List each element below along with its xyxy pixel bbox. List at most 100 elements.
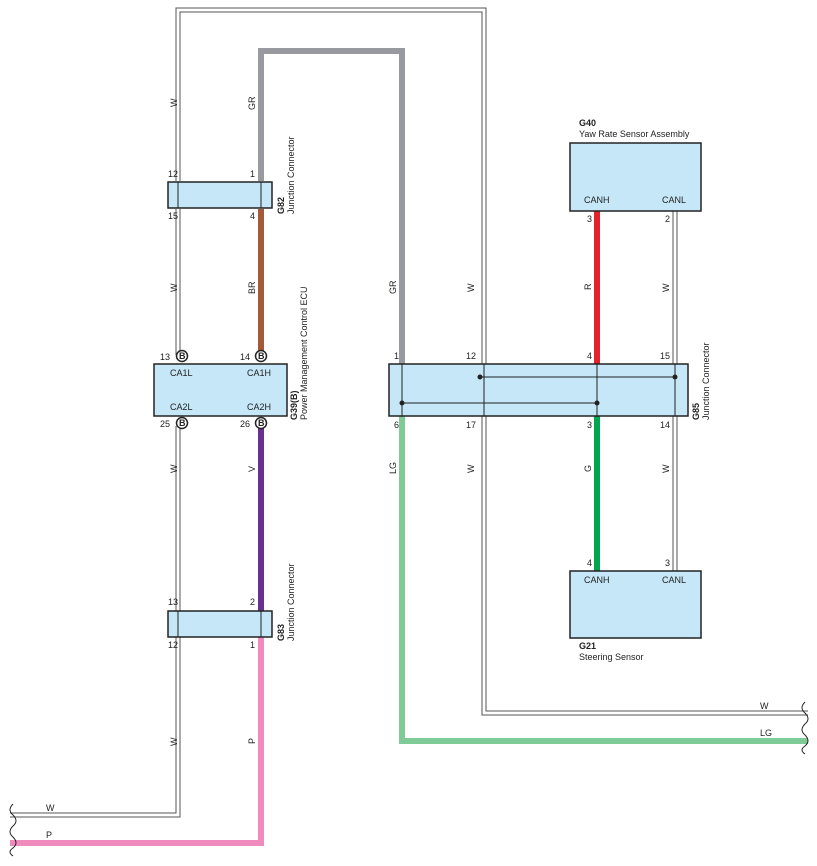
break-marks — [9, 701, 809, 857]
g85-splice-dot — [672, 374, 678, 380]
wire-label: W — [169, 98, 179, 107]
g39-body — [153, 363, 288, 417]
g39-pin-ca2l: 25 — [160, 419, 170, 429]
wire-lg — [399, 416, 808, 744]
g39-pin-ca2h: 26 — [240, 419, 250, 429]
g21-code: G21 — [579, 641, 596, 651]
g39-label-ca2l: CA2L — [170, 402, 193, 412]
g40-body — [569, 142, 702, 212]
g83-name: Junction Connector — [286, 563, 296, 641]
g85-pin-12: 12 — [466, 351, 476, 361]
g85-splice-dot — [594, 400, 600, 406]
component-g21: 4 3 CANH CANL G21 Steering Sensor — [569, 558, 702, 662]
g21-label-canh: CANH — [584, 575, 610, 585]
connector-g85: 1 12 4 15 6 17 3 14 G85 Junction Connect… — [388, 342, 711, 430]
g40-pin-canh: 3 — [587, 214, 592, 224]
wire-label: W — [661, 283, 671, 292]
g40-pin-canl: 2 — [665, 214, 670, 224]
wire-label: W — [466, 464, 476, 473]
g39-label-ca1h: CA1H — [247, 368, 271, 378]
g39-pin-ca1l: 13 — [160, 352, 170, 362]
wire-label: GR — [388, 280, 398, 294]
g21-pin-canh: 4 — [587, 558, 592, 568]
bus-label: W — [760, 701, 769, 711]
connector-g82: 12 1 15 4 G82 Junction Connector — [167, 136, 296, 221]
g39-label-ca1l: CA1L — [170, 368, 193, 378]
g85-pin-6: 6 — [394, 420, 399, 430]
break-mark-right — [801, 701, 809, 755]
g85-name: Junction Connector — [701, 342, 711, 420]
break-mark-left — [9, 803, 17, 857]
g85-code: G85 — [691, 403, 701, 420]
g39-badge-circle — [175, 416, 189, 430]
g82-pin-bottom-left: 15 — [168, 211, 178, 221]
wire-label: W — [169, 737, 179, 746]
g40-label-canh: CANH — [584, 195, 610, 205]
g85-splice-dot — [399, 400, 405, 406]
g39-code: G39(B) — [289, 390, 299, 420]
g39-badge-circle — [175, 349, 189, 363]
g85-pin-17: 17 — [466, 420, 476, 430]
wire-label: GR — [247, 96, 257, 110]
wire-label: W — [169, 464, 179, 473]
wire-gr — [258, 48, 405, 364]
component-g40: G40 Yaw Rate Sensor Assembly CANH CANL 3… — [569, 118, 702, 224]
g83-pin-top-left: 13 — [168, 597, 178, 607]
g85-body — [388, 363, 689, 417]
g82-pin-top-left: 12 — [168, 169, 178, 179]
g83-pin-top-right: 2 — [250, 597, 255, 607]
wire-w-outer-loop — [175, 7, 808, 716]
g39-badge-circle — [254, 349, 268, 363]
g83-pin-bottom-right: 1 — [250, 640, 255, 650]
wire-label: W — [466, 283, 476, 292]
g21-body — [569, 570, 702, 639]
connector-g83: 13 2 12 1 G83 Junction Connector — [167, 563, 296, 650]
wire-label: V — [247, 466, 257, 472]
white-wires — [10, 7, 808, 818]
wire-label: LG — [388, 462, 398, 474]
bus-label: LG — [760, 728, 772, 738]
wire-p — [10, 636, 264, 846]
wire-label: W — [661, 464, 671, 473]
wire-w-g83-bus — [10, 636, 181, 818]
bus-label: P — [46, 830, 52, 840]
g85-pin-4: 4 — [587, 351, 592, 361]
g40-label-canl: CANL — [662, 195, 686, 205]
g82-pin-top-right: 1 — [250, 169, 255, 179]
g83-code: G83 — [276, 624, 286, 641]
g40-name: Yaw Rate Sensor Assembly — [579, 129, 690, 139]
g21-pin-canl: 3 — [665, 558, 670, 568]
wire-label: G — [583, 465, 593, 472]
g82-code: G82 — [276, 197, 286, 214]
g82-name: Junction Connector — [286, 136, 296, 214]
g82-pin-bottom-right: 4 — [250, 211, 255, 221]
g83-pin-bottom-left: 12 — [168, 640, 178, 650]
wire-labels: W GR W BR GR W R W W V LG W G W W P W LG… — [46, 96, 772, 840]
wire-label: R — [583, 283, 593, 290]
g85-pin-15: 15 — [660, 351, 670, 361]
g39-badge-ca1h: B — [258, 351, 265, 361]
g83-body — [167, 610, 273, 638]
g39-badge-ca1l: B — [179, 351, 186, 361]
g39-pin-ca1h: 14 — [240, 352, 250, 362]
g39-badge-ca2l: B — [179, 418, 186, 428]
wire-label: W — [169, 283, 179, 292]
g39-name: Power Management Control ECU — [299, 286, 309, 420]
g21-label-canl: CANL — [662, 575, 686, 585]
g82-body — [167, 181, 273, 209]
wire-label: P — [247, 738, 257, 744]
g39-badge-circle — [254, 416, 268, 430]
g39-badge-ca2h: B — [258, 418, 265, 428]
bus-label: W — [46, 803, 55, 813]
g85-splice-dot — [477, 374, 483, 380]
g85-pin-1: 1 — [394, 351, 399, 361]
g40-code: G40 — [579, 118, 596, 128]
g39-label-ca2h: CA2H — [247, 402, 271, 412]
wire-label: BR — [247, 281, 257, 294]
color-wires — [10, 48, 808, 846]
g85-pin-14: 14 — [660, 420, 670, 430]
component-g39: 13 B 14 B CA1L CA1H CA2L CA2H 25 B 26 B … — [153, 286, 309, 430]
g21-name: Steering Sensor — [579, 652, 644, 662]
g85-pin-3: 3 — [587, 420, 592, 430]
